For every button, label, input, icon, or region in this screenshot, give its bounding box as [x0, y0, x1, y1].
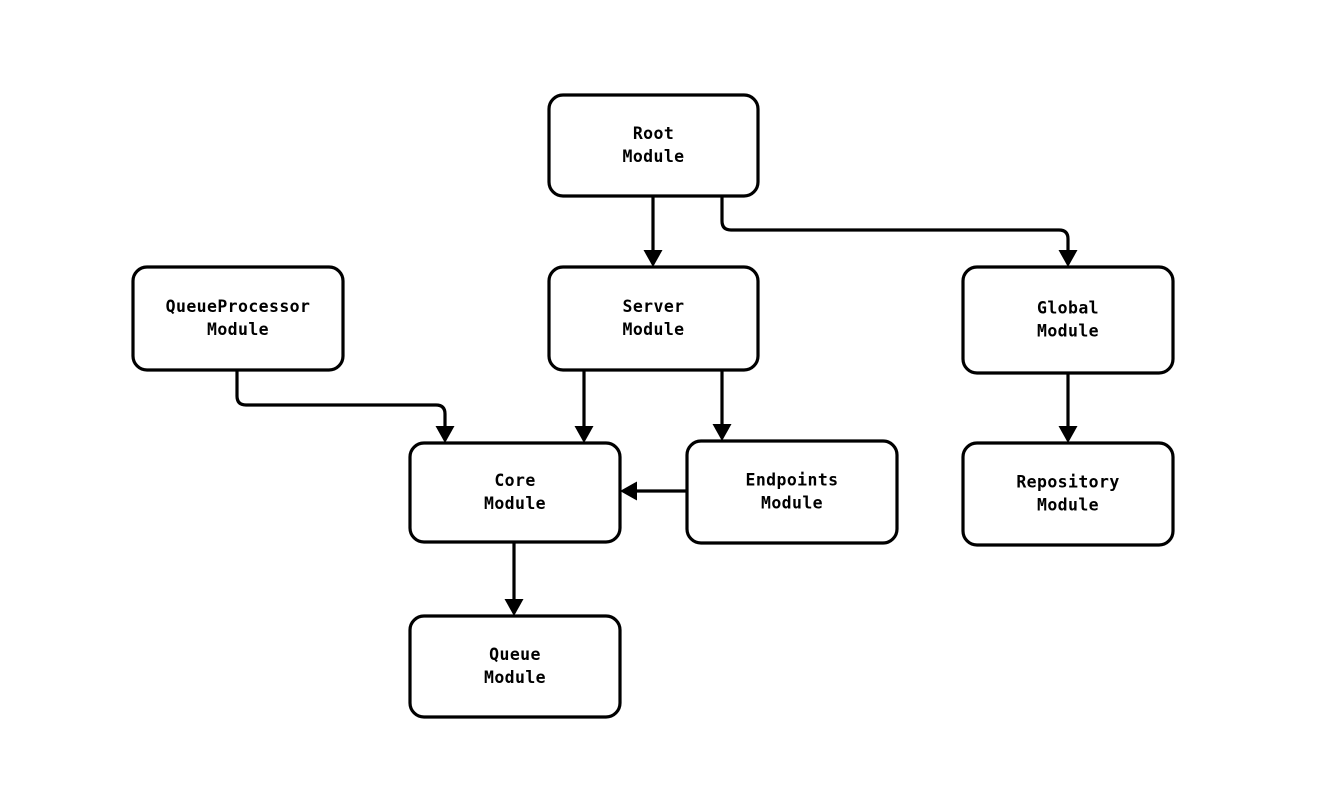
arrowhead-icon: [712, 424, 732, 441]
node-label-line1: QueueProcessor: [166, 297, 311, 316]
node-box[interactable]: [547, 265, 760, 372]
node-label-line2: Module: [207, 320, 269, 339]
edge-root-to-server: [643, 196, 663, 267]
node-label-line1: Endpoints: [745, 471, 838, 490]
edge-root-to-global: [720, 196, 1078, 267]
arrowhead-icon: [1058, 426, 1078, 443]
arrowhead-icon: [504, 599, 524, 616]
arrowhead-icon: [574, 426, 594, 443]
node-label-line2: Module: [761, 494, 823, 513]
edges-layer: [235, 196, 1078, 616]
nodes-layer: RootModuleQueueProcessorModuleServerModu…: [131, 93, 1175, 719]
edge-line: [235, 370, 447, 434]
arrowhead-icon: [1058, 250, 1078, 267]
node-label-line2: Module: [484, 494, 546, 513]
edge-core-to-queue: [504, 542, 524, 616]
node-box[interactable]: [961, 441, 1175, 547]
node-label-line1: Repository: [1016, 473, 1119, 492]
node-box[interactable]: [685, 439, 899, 545]
arrowhead-icon: [620, 481, 637, 501]
node-label-line2: Module: [622, 320, 684, 339]
node-label-line1: Server: [622, 297, 684, 316]
edge-line: [720, 196, 1070, 258]
node-label-line1: Queue: [489, 645, 541, 664]
edge-endpoints-to-core: [620, 481, 687, 501]
node-label-line2: Module: [484, 668, 546, 687]
node-label-line2: Module: [1037, 322, 1099, 341]
node-label-line2: Module: [1037, 496, 1099, 515]
edge-server-to-core: [574, 370, 594, 443]
node-box[interactable]: [131, 265, 345, 372]
edge-server-to-endpoints: [712, 370, 732, 441]
node-box[interactable]: [547, 93, 760, 198]
node-box[interactable]: [408, 441, 622, 544]
node-label-line1: Global: [1037, 299, 1099, 318]
node-label-line1: Root: [633, 124, 674, 143]
arrowhead-icon: [643, 250, 663, 267]
edge-global-to-repository: [1058, 373, 1078, 443]
node-box[interactable]: [961, 265, 1175, 375]
arrowhead-icon: [435, 426, 455, 443]
edge-queueprocessor-to-core: [235, 370, 455, 443]
node-box[interactable]: [408, 614, 622, 719]
node-label-line1: Core: [494, 471, 535, 490]
node-label-line2: Module: [622, 147, 684, 166]
